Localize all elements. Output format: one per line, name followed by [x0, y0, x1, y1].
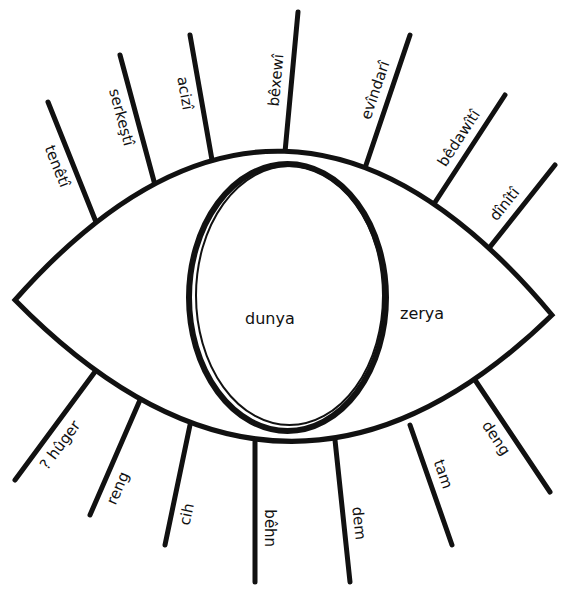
lash — [253, 442, 258, 582]
lash-label: evîndarî — [358, 58, 393, 121]
node-text: zerya — [400, 305, 444, 323]
lash — [430, 95, 505, 210]
iris-shape — [185, 160, 390, 435]
lash — [15, 365, 100, 480]
lash — [90, 400, 140, 515]
iris-circle: dunya — [185, 160, 390, 435]
lash — [285, 12, 298, 152]
lash-label: dînîtî — [487, 184, 523, 224]
lash-label: tam — [430, 457, 455, 490]
lash-label: bêhn — [262, 510, 279, 548]
lash-label: acizî — [174, 76, 196, 112]
lash — [165, 425, 190, 545]
lash-label: bêxewî — [266, 53, 287, 107]
lash-label: deng — [479, 418, 514, 459]
eye-outline: zerya dunya — [15, 145, 552, 445]
lash-label: dem — [349, 506, 369, 541]
lash — [475, 380, 550, 492]
lash-label: cih — [176, 502, 197, 527]
node-text: dunya — [245, 310, 295, 328]
lash — [335, 440, 350, 582]
